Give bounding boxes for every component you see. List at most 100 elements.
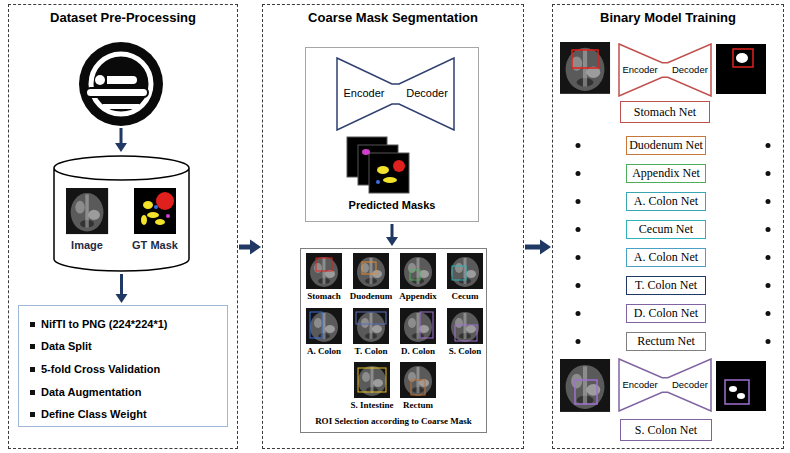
roi-thumbnail: [353, 308, 389, 344]
stage-panel: Coarse Mask SegmentationPredicted MasksE…: [262, 4, 524, 449]
binary-model-images: [572, 50, 598, 68]
panel-title: Binary Model Training: [553, 10, 783, 26]
bullet-dot: [576, 283, 581, 288]
bullet-dot: [576, 171, 581, 176]
net-label: D. Colon Net: [627, 306, 705, 320]
flow-arrow: [120, 128, 123, 143]
binary-model-images: [733, 49, 753, 67]
cylinder-outline: [53, 155, 190, 272]
predicted-mask-stack: [393, 160, 405, 172]
connector-arrow: [386, 224, 398, 246]
net-box: Cecum Net: [626, 220, 706, 239]
stage-panel: Dataset Pre-ProcessingImageGT MaskNifTI …: [8, 4, 238, 449]
node-text: ROI Selection according to Coarse Mask: [301, 416, 486, 427]
arrow-shaft: [239, 245, 251, 250]
organ-label: A. Colon: [289, 346, 359, 357]
net-label: Rectum Net: [627, 334, 705, 348]
node-text: Decoder: [399, 87, 455, 100]
roi-thumbnail: [356, 312, 386, 324]
predicted-mask-stack: [347, 137, 409, 193]
bullet-dot: [576, 143, 581, 148]
bullet-item: Data Augmentation: [41, 386, 225, 399]
bullet-item: NifTI to PNG (224*224*1): [41, 318, 225, 331]
binary-model-images: [736, 53, 748, 63]
arrow-head: [540, 240, 551, 255]
net-label: Stomach Net: [621, 105, 709, 119]
roi-thumbnail: [411, 380, 425, 395]
bowtie-outline: [619, 359, 711, 411]
flow-arrow: [115, 128, 127, 152]
organ-label: T. Colon: [336, 346, 406, 357]
net-label: A. Colon Net: [627, 250, 705, 264]
organ-label: S. Colon: [430, 346, 500, 357]
predicted-mask-stack: [369, 153, 409, 193]
bullet-dot: [576, 311, 581, 316]
mri-thumbnail: [66, 188, 108, 234]
roi-thumbnail: [447, 253, 483, 289]
arrow-head: [386, 237, 398, 246]
connector-arrow: [116, 274, 128, 303]
gt-mask-thumbnail: [154, 205, 158, 209]
organ-label: Duodenum: [336, 291, 406, 302]
panel-title: Dataset Pre-Processing: [9, 10, 237, 26]
net-label: A. Colon Net: [627, 194, 705, 208]
predicted-mask-stack: [376, 180, 380, 184]
predicted-mask-stack: [377, 166, 389, 174]
database-cylinder: ImageGT Mask: [53, 155, 190, 272]
bullet-item: Define Class Weight: [41, 408, 225, 421]
connector-arrow: [239, 240, 261, 255]
roi-thumbnail: [410, 270, 420, 280]
node-text: Encoder: [618, 64, 662, 75]
net-label: Duodenum Net: [627, 138, 705, 152]
bullet-dot: [576, 143, 771, 344]
bullet-dot: [576, 339, 581, 344]
binary-model-images: [737, 393, 745, 399]
bullet-dot: [766, 339, 771, 344]
encoder-decoder-shape: Encoder Decoder: [336, 57, 455, 131]
node-text: Encoder: [336, 87, 392, 100]
net-label: Cecum Net: [627, 222, 705, 236]
gt-mask-thumbnail: [143, 201, 153, 209]
bullet-dot: [766, 143, 771, 148]
net-box: A. Colon Net: [626, 192, 706, 211]
bullet-dot: [766, 255, 771, 260]
net-label: T. Colon Net: [627, 278, 705, 292]
gt-mask-thumbnail: [156, 192, 174, 210]
mri-icon: [79, 42, 163, 126]
node-text: Decoder: [668, 379, 712, 390]
net-label: S. Colon Net: [621, 423, 711, 437]
net-box: Rectum Net: [626, 332, 706, 351]
bullet-dot: [766, 283, 771, 288]
gt-mask-thumbnail: [134, 188, 176, 234]
roi-thumbnail: [400, 362, 436, 398]
node-text: GT Mask: [123, 239, 187, 252]
bullet-dot: [766, 199, 771, 204]
roi-thumbnail: [362, 262, 376, 274]
net-box: A. Colon Net: [626, 248, 706, 267]
stage-panel: Binary Model TrainingEncoderDecoderStoma…: [552, 4, 784, 449]
net-box: T. Colon Net: [626, 276, 706, 295]
organ-label: D. Colon: [383, 346, 453, 357]
bowtie-outline: [619, 44, 711, 96]
binary-model-images: [575, 380, 597, 404]
arrow-head: [116, 294, 128, 303]
bullet-dot: [576, 199, 581, 204]
node-text: Encoder: [618, 379, 662, 390]
bowtie-outline: [337, 58, 454, 130]
mri-icon: [107, 76, 137, 84]
node-text: Decoder: [668, 64, 712, 75]
bullet-dot: [766, 311, 771, 316]
arrow-shaft: [525, 245, 541, 250]
bullet-item: Data Split: [41, 340, 225, 353]
segmentation-box: Predicted Masks Encoder Decoder: [305, 47, 479, 222]
bullet-dot: [576, 227, 581, 232]
organ-label: Stomach: [289, 291, 359, 302]
predicted-mask-stack: [383, 177, 397, 183]
gt-mask-thumbnail: [134, 188, 176, 234]
gt-mask-thumbnail: [147, 212, 159, 218]
roi-thumbnail: [420, 312, 433, 338]
roi-thumbnail: [306, 253, 342, 289]
organ-label: S. Intestine: [337, 400, 407, 411]
node-text: Predicted Masks: [306, 199, 478, 212]
